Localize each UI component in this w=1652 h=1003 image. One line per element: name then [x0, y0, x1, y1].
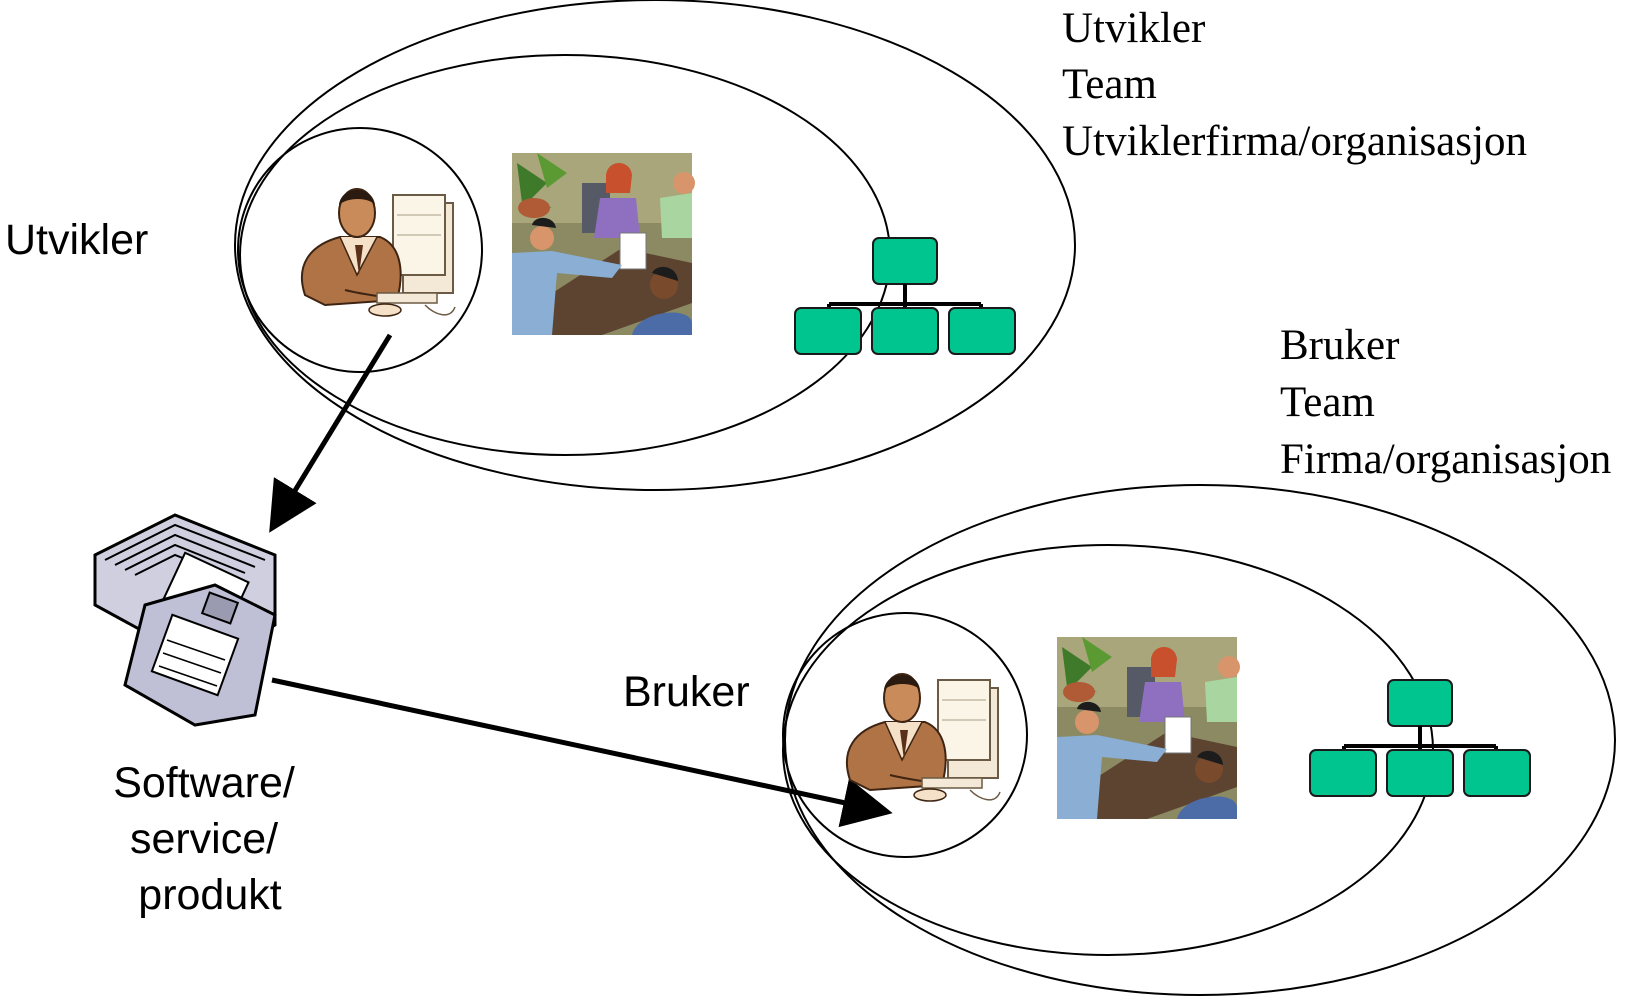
user-group: Bruker Bruker Team Firma/organisasjon — [623, 322, 1616, 996]
team-meeting-icon — [1056, 636, 1241, 820]
team-meeting-icon — [511, 152, 696, 336]
developer-group: Utvikler Utvikler Team Utviklerfirma/org… — [5, 0, 1527, 491]
user-level-team: Team — [1280, 379, 1375, 426]
product-group: Software/ service/ produkt — [93, 513, 307, 919]
product-label: Software/ service/ produkt — [113, 759, 307, 919]
product-label-line-3: produkt — [138, 871, 281, 919]
product-label-line-1: Software/ — [113, 759, 295, 807]
developer-level-person: Utvikler — [1062, 5, 1205, 52]
person-at-computer-icon — [845, 673, 1001, 802]
person-at-computer-icon — [300, 188, 456, 317]
user-person-label: Bruker — [623, 668, 750, 716]
product-label-line-2: service/ — [130, 815, 278, 863]
developer-person-label: Utvikler — [5, 216, 148, 264]
user-person-ellipse — [782, 612, 1028, 858]
user-level-organization: Firma/organisasjon — [1280, 436, 1611, 483]
arrow-product-to-user — [271, 677, 893, 828]
org-chart-icon — [793, 236, 1017, 356]
developer-level-organization: Utviklerfirma/organisasjon — [1062, 118, 1527, 165]
floppy-disks-icon — [93, 513, 277, 727]
org-chart-icon — [1308, 678, 1532, 798]
user-organization-ellipse — [784, 484, 1616, 996]
user-level-person: Bruker — [1280, 322, 1399, 369]
developer-person-ellipse — [237, 127, 483, 373]
developer-levels: Utvikler Team Utviklerfirma/organisasjon — [1062, 5, 1527, 165]
user-levels: Bruker Team Firma/organisasjon — [1280, 322, 1611, 483]
developer-organization-ellipse — [234, 0, 1076, 491]
developer-level-team: Team — [1062, 61, 1157, 108]
arrow-developer-to-product — [269, 333, 393, 533]
